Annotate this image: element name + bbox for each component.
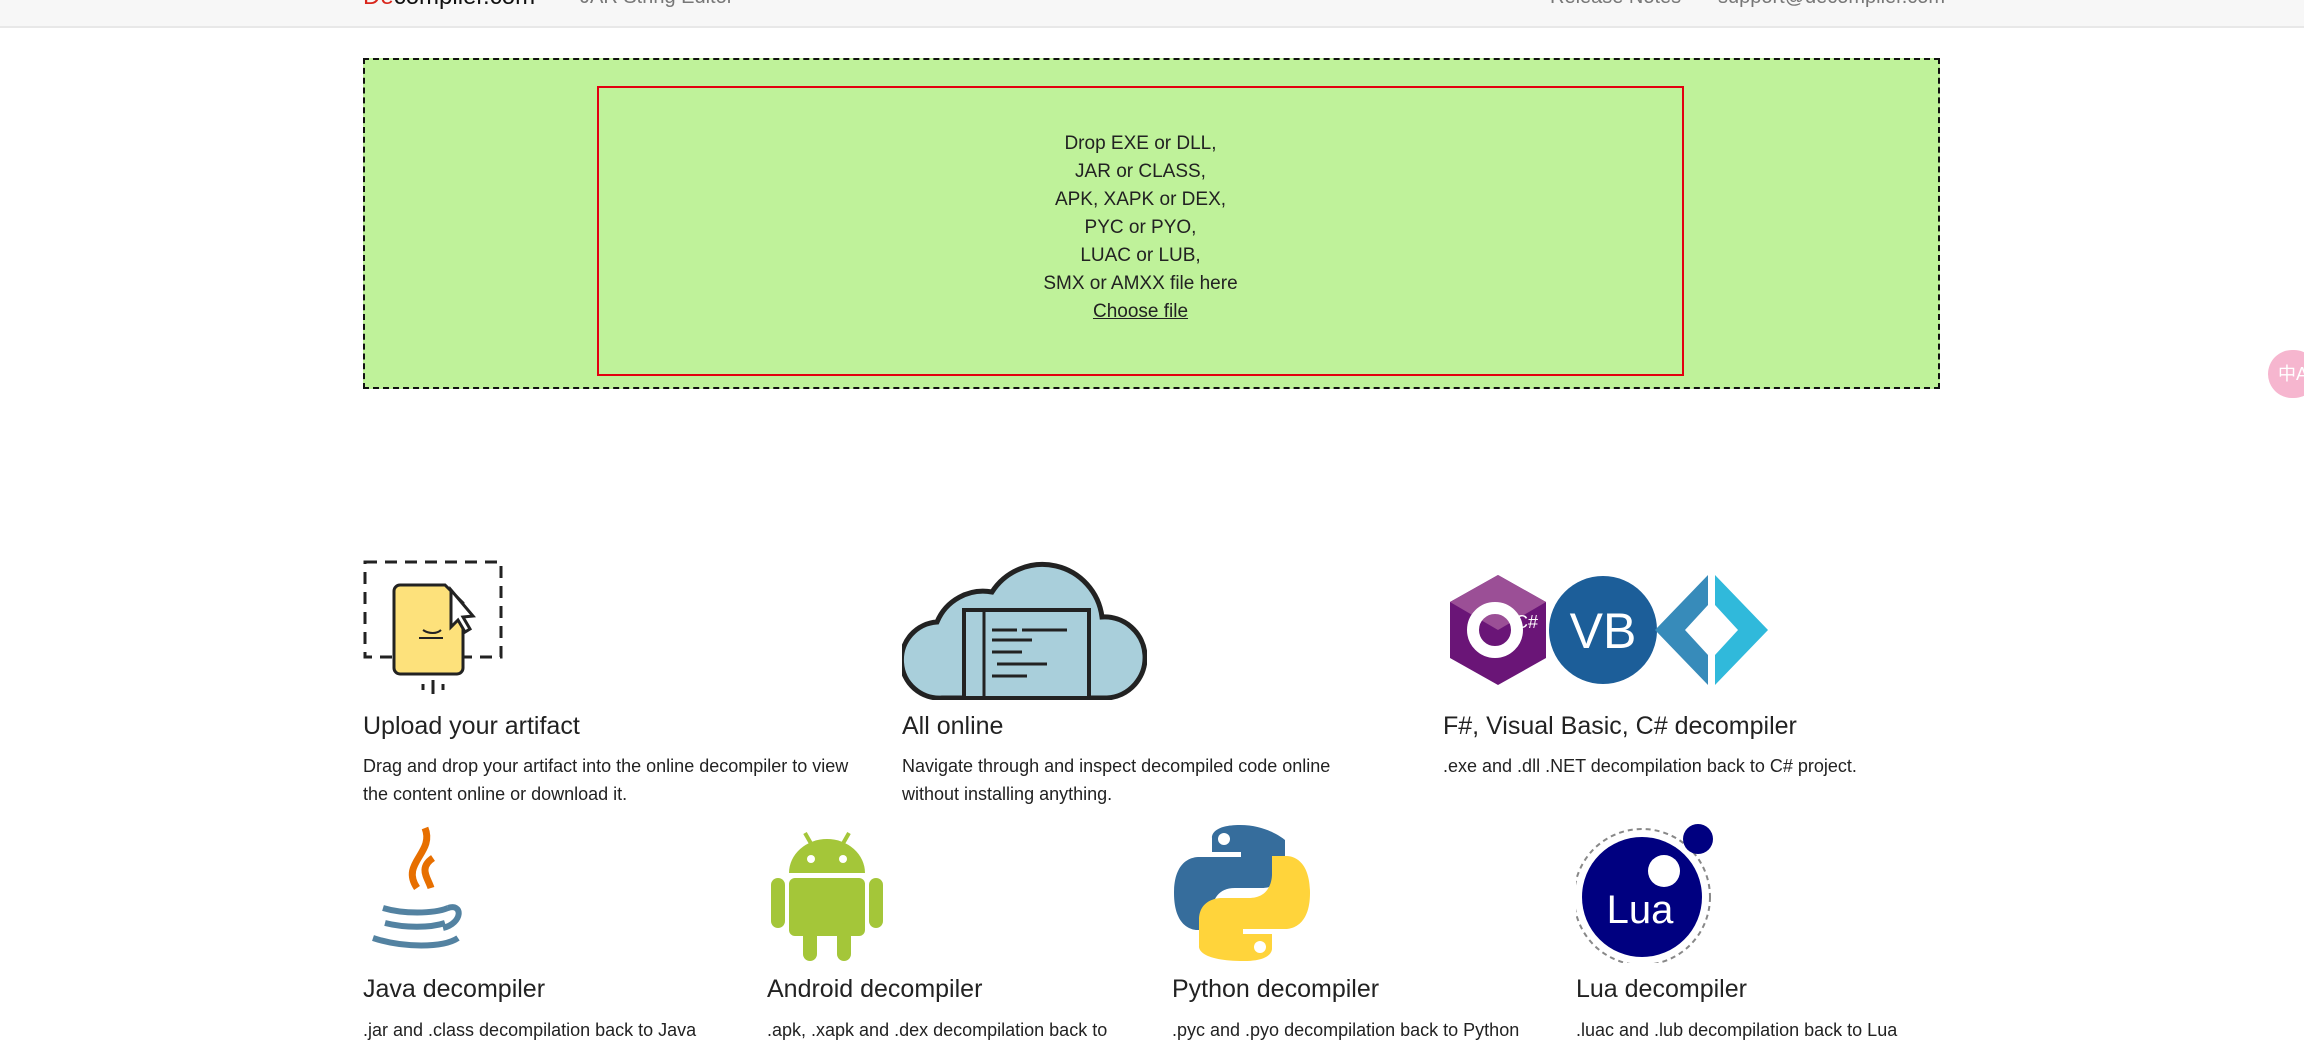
feature-title: Python decompiler bbox=[1172, 975, 1380, 1003]
dropzone-line: APK, XAPK or DEX, bbox=[1054, 189, 1227, 210]
logo-suffix: compiler.com bbox=[394, 0, 535, 10]
cloud-icon bbox=[898, 562, 1148, 701]
fsharp-icon bbox=[1655, 575, 1768, 685]
svg-text:VB: VB bbox=[1570, 603, 1637, 659]
dropzone-line: JAR or CLASS, bbox=[1075, 161, 1206, 182]
feature-python: Python decompiler .pyc and .pyo decompil… bbox=[1172, 823, 1562, 1040]
logo-prefix: De bbox=[363, 0, 394, 10]
feature-desc: .pyc and .pyo decompilation back to Pyth… bbox=[1172, 1020, 1520, 1040]
feature-java: Java decompiler .jar and .class decompil… bbox=[363, 823, 753, 1040]
nav-release-notes[interactable]: Release Notes bbox=[1550, 0, 1681, 9]
svg-text:C#: C# bbox=[1515, 612, 1538, 632]
upload-file-icon bbox=[363, 560, 503, 694]
feature-title: Android decompiler bbox=[767, 975, 983, 1003]
feature-title: F#, Visual Basic, C# decompiler bbox=[1443, 712, 1797, 740]
dropzone-line: Drop EXE or DLL, bbox=[1064, 133, 1217, 154]
dropzone-inner[interactable]: Drop EXE or DLL, JAR or CLASS, APK, XAPK… bbox=[597, 86, 1684, 376]
file-dropzone[interactable]: Drop EXE or DLL, JAR or CLASS, APK, XAPK… bbox=[363, 58, 1940, 389]
nav-support-email[interactable]: support@decompiler.com bbox=[1718, 0, 1945, 9]
feature-desc: Navigate through and inspect decompiled … bbox=[902, 756, 1331, 804]
top-navbar: Decompiler.com JAR String Editor Release… bbox=[0, 0, 2304, 28]
dropzone-line: PYC or PYO, bbox=[1084, 217, 1197, 238]
translate-button[interactable]: 中A bbox=[2268, 350, 2304, 398]
nav-jar-string-editor[interactable]: JAR String Editor bbox=[580, 0, 733, 9]
lua-icon: Lua bbox=[1573, 824, 1713, 966]
feature-desc: .exe and .dll .NET decompilation back to… bbox=[1443, 756, 1857, 776]
vb-icon: VB bbox=[1549, 576, 1657, 684]
feature-title: Lua decompiler bbox=[1576, 975, 1747, 1003]
choose-file-link[interactable]: Choose file bbox=[1092, 301, 1189, 322]
feature-desc: .jar and .class decompilation back to Ja… bbox=[363, 1020, 697, 1040]
feature-upload: Upload your artifact Drag and drop your … bbox=[363, 560, 863, 804]
feature-android: Android decompiler .apk, .xapk and .dex … bbox=[767, 823, 1157, 1040]
feature-lua: Lua Lua decompiler .luac and .lub decomp… bbox=[1573, 823, 1966, 1040]
feature-online: All online Navigate through and inspect … bbox=[898, 560, 1402, 804]
dropzone-line: SMX or AMXX file here bbox=[1043, 273, 1238, 294]
feature-title: Java decompiler bbox=[363, 975, 546, 1003]
feature-title: Upload your artifact bbox=[363, 712, 580, 740]
dotnet-icons: C# VB bbox=[1450, 575, 1768, 685]
android-icon bbox=[771, 832, 883, 961]
logo[interactable]: Decompiler.com bbox=[363, 0, 535, 11]
csharp-icon: C# bbox=[1450, 575, 1546, 685]
java-icon bbox=[372, 826, 462, 949]
feature-desc: .apk, .xapk and .dex decompilation back … bbox=[767, 1020, 1108, 1040]
dropzone-line: LUAC or LUB, bbox=[1080, 245, 1201, 266]
python-icon bbox=[1174, 825, 1310, 961]
feature-desc: Drag and drop your artifact into the onl… bbox=[363, 756, 849, 804]
feature-title: All online bbox=[902, 712, 1004, 740]
feature-desc: .luac and .lub decompilation back to Lua… bbox=[1576, 1020, 1898, 1040]
svg-text:Lua: Lua bbox=[1607, 888, 1674, 932]
feature-dotnet: C# VB F#, Visual Basic, C# decompiler .e… bbox=[1443, 560, 1963, 776]
